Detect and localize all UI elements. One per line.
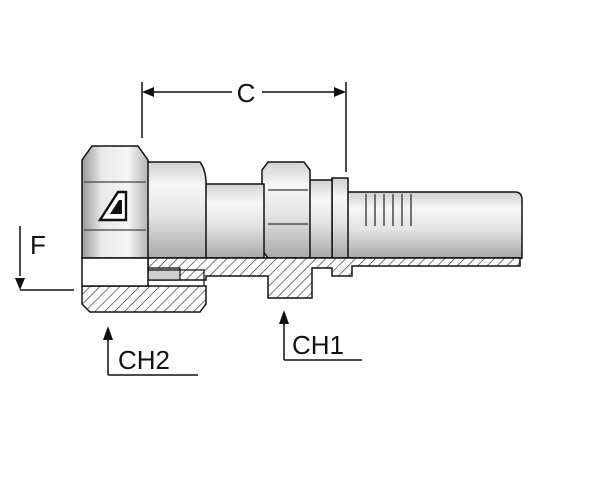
section-nut: [81, 285, 207, 313]
stem-collar: [331, 177, 349, 259]
hex-ch2-label: CH2: [118, 345, 170, 375]
hose-stem: [344, 191, 523, 259]
body-shoulder: [141, 161, 207, 259]
dimension-f: [15, 226, 74, 291]
section-body: [147, 257, 521, 299]
stem-ribs: [365, 194, 412, 226]
leader-ch2: [103, 326, 198, 376]
leader-ch1: [279, 310, 362, 361]
dimension-c: [141, 82, 347, 172]
dimension-f-label: F: [30, 230, 46, 260]
triangle-brand-icon: [97, 190, 128, 222]
body-neck: [197, 183, 265, 259]
dimension-c-label: C: [237, 78, 256, 108]
hex-ch1-body: [261, 161, 311, 259]
hex-ch1-label: CH1: [292, 330, 344, 360]
section-seat: [81, 257, 149, 287]
